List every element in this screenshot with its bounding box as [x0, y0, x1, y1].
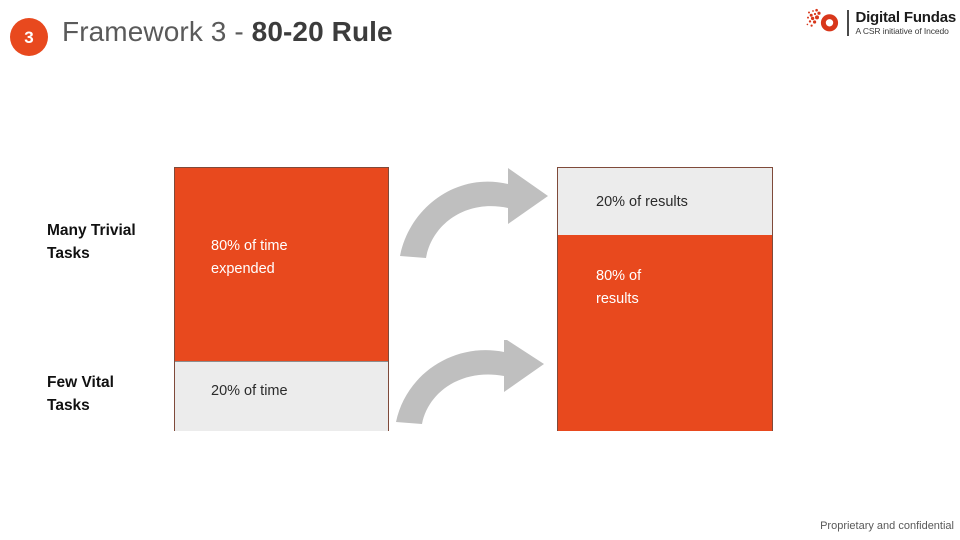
bar-time-segment-80: 80% of time expended: [175, 168, 388, 361]
logo-text-block: Digital Fundas A CSR initiative of Inced…: [855, 8, 956, 37]
digital-fundas-mark-icon: [805, 8, 845, 38]
logo-tagline: A CSR initiative of Incedo: [855, 25, 949, 36]
label-many-trivial-tasks: Many Trivial Tasks: [47, 222, 136, 262]
page-title-strong: 80-20 Rule: [251, 16, 393, 47]
page-title: Framework 3 - 80-20 Rule: [62, 16, 393, 48]
bar-results-segment-20-label: 20% of results: [596, 194, 688, 210]
curved-arrow-top-icon: [396, 166, 556, 263]
bar-results: 20% of results 80% of results: [557, 167, 773, 431]
bar-time: 80% of time expended 20% of time: [174, 167, 389, 431]
bar-time-segment-20-label: 20% of time: [211, 383, 288, 399]
logo-divider: [847, 10, 850, 36]
bar-time-segment-80-label: 80% of time expended: [211, 238, 288, 277]
logo-name: Digital Fundas: [855, 8, 956, 26]
footer-confidentiality-note: Proprietary and confidential: [820, 520, 954, 532]
curved-arrow-bottom-icon: [392, 338, 552, 431]
slide-number-badge: 3: [10, 18, 48, 56]
bar-results-segment-20: 20% of results: [558, 168, 772, 235]
bar-results-segment-80-label: 80% of results: [596, 268, 642, 307]
page-title-regular: Framework 3 -: [62, 16, 252, 47]
bar-results-segment-80: 80% of results: [558, 235, 772, 431]
label-few-vital-tasks: Few Vital Tasks: [47, 374, 114, 414]
brand-logo: Digital Fundas A CSR initiative of Inced…: [805, 6, 956, 40]
bar-time-segment-20: 20% of time: [175, 361, 388, 431]
